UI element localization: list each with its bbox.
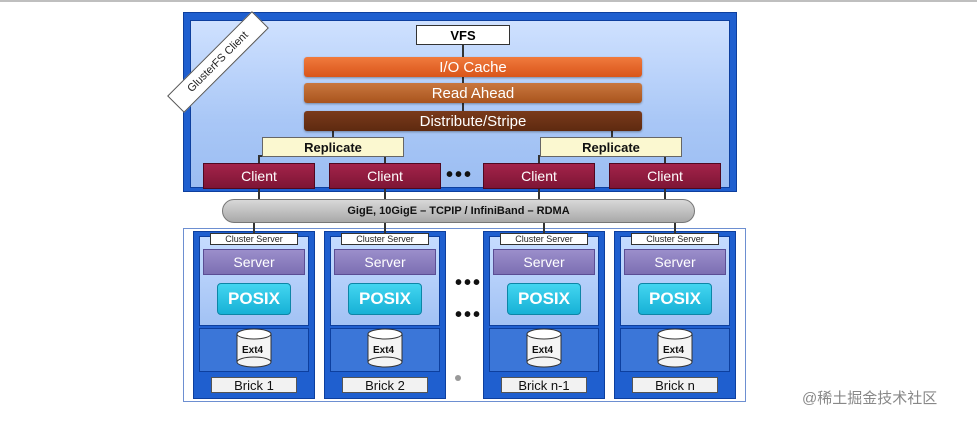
- connector-line: [674, 223, 676, 233]
- decorative-dot: [455, 375, 461, 381]
- connector-line: [538, 157, 540, 163]
- client-node: Client: [609, 163, 721, 189]
- filesystem-label: Ext4: [373, 345, 395, 356]
- connector-line: [538, 189, 540, 199]
- connector-line: [258, 189, 260, 199]
- server-node: Server: [493, 249, 595, 275]
- server-node: Server: [203, 249, 305, 275]
- posix-layer: POSIX: [348, 283, 422, 315]
- brick-label: Brick 1: [211, 377, 297, 393]
- connector-line: [611, 131, 613, 137]
- distribute-stripe-layer: Distribute/Stripe: [304, 111, 642, 131]
- client-node: Client: [203, 163, 315, 189]
- client-node: Client: [483, 163, 595, 189]
- ellipsis-icon: •••: [446, 164, 474, 186]
- connector-line: [384, 223, 386, 233]
- client-node: Client: [329, 163, 441, 189]
- brick-label: Brick n: [632, 377, 718, 393]
- ellipsis-icon: •••: [455, 272, 483, 294]
- read-ahead-layer: Read Ahead: [304, 83, 642, 103]
- connector-line: [384, 189, 386, 199]
- connector-line: [664, 157, 666, 163]
- disk-icon: [526, 328, 562, 368]
- connector-line: [253, 223, 255, 233]
- glusterfs-client-panel: [190, 20, 730, 188]
- cluster-server-label: Cluster Server: [631, 233, 719, 245]
- posix-layer: POSIX: [638, 283, 712, 315]
- server-node: Server: [334, 249, 436, 275]
- brick-label: Brick n-1: [501, 377, 587, 393]
- connector-line: [462, 45, 464, 57]
- server-node: Server: [624, 249, 726, 275]
- io-cache-layer: I/O Cache: [304, 57, 642, 77]
- replicate-layer: Replicate: [540, 137, 682, 157]
- top-divider: [0, 0, 977, 2]
- server-area-frame: [183, 228, 746, 402]
- replicate-layer: Replicate: [262, 137, 404, 157]
- disk-icon: [367, 328, 403, 368]
- posix-layer: POSIX: [217, 283, 291, 315]
- disk-icon: [657, 328, 693, 368]
- connector-line: [332, 131, 334, 137]
- network-interconnect-bar: GigE, 10GigE – TCPIP / InfiniBand – RDMA: [222, 199, 695, 223]
- disk-icon: [236, 328, 272, 368]
- connector-line: [664, 189, 666, 199]
- connector-line: [462, 77, 464, 83]
- connector-line: [462, 103, 464, 111]
- cluster-server-label: Cluster Server: [210, 233, 298, 245]
- posix-layer: POSIX: [507, 283, 581, 315]
- cluster-server-label: Cluster Server: [341, 233, 429, 245]
- cluster-server-label: Cluster Server: [500, 233, 588, 245]
- watermark: @稀土掘金技术社区: [802, 390, 938, 407]
- filesystem-label: Ext4: [663, 345, 685, 356]
- filesystem-label: Ext4: [242, 345, 264, 356]
- vfs-layer: VFS: [416, 25, 510, 45]
- connector-line: [384, 157, 386, 163]
- connector-line: [543, 223, 545, 233]
- brick-label: Brick 2: [342, 377, 428, 393]
- ellipsis-icon: •••: [455, 304, 483, 326]
- connector-line: [258, 157, 260, 163]
- filesystem-label: Ext4: [532, 345, 554, 356]
